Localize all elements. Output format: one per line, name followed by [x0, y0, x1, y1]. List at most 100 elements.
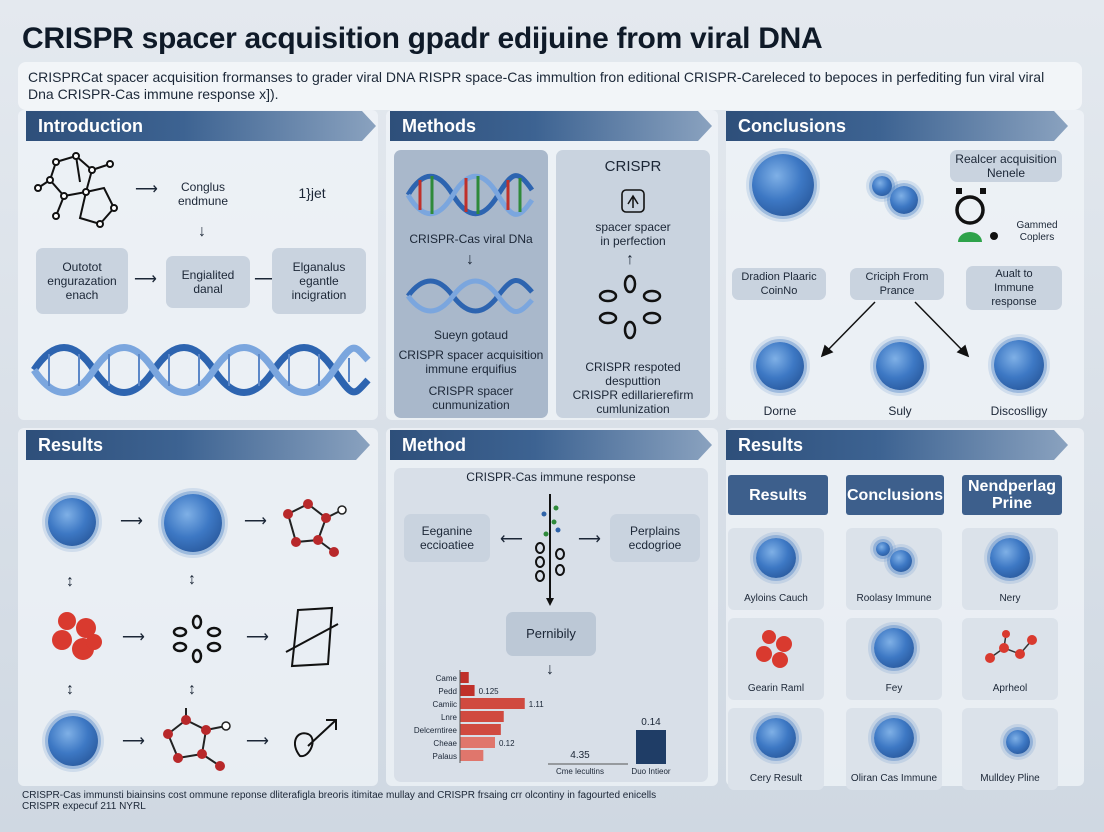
tick-label: Delcerntiree: [414, 726, 458, 735]
introduction-header: Introduction: [26, 111, 376, 141]
methods-header: Methods: [390, 111, 712, 141]
footer-note: CRISPR-Cas immunsti biainsins cost ommun…: [22, 790, 657, 812]
bar: [460, 737, 495, 748]
bar: [636, 730, 666, 764]
annotation-label: 4.35: [570, 750, 590, 761]
virus-icon: [876, 342, 924, 390]
methods-left-caption: CRISPR-Cas viral DNa: [409, 232, 533, 246]
tick-label: Camiic: [433, 700, 457, 709]
arrow-right-icon: ⟶: [254, 271, 277, 288]
tab-results[interactable]: Results: [728, 475, 828, 515]
result-cell: Cery Result: [728, 708, 824, 790]
methods-left-text1: Sueyn gotaud: [433, 328, 509, 342]
conclusions-box-b: Criciph From Prance: [850, 268, 944, 300]
bar: [460, 685, 475, 696]
conclusions-box-c: Aualt to Immune response: [966, 266, 1062, 310]
virus-icon: [890, 550, 912, 572]
virus-icon: [1006, 730, 1030, 754]
bar: [460, 750, 484, 761]
data-label: 0.12: [499, 739, 515, 748]
virus-icon: [874, 718, 914, 758]
data-label: 0.14: [641, 717, 661, 728]
bar: [460, 672, 469, 683]
methods-right-caption: spacer spacer in perfection: [595, 220, 671, 248]
methods-left-text2: CRISPR spacer acquisition immune erquifi…: [398, 348, 544, 376]
conclusions-label-c: Discoslligy: [990, 404, 1048, 418]
arrow-right-icon: ⟶: [135, 181, 158, 198]
arrow-left-icon: ⟵: [500, 531, 523, 548]
branch-arrows-icon: [820, 301, 970, 358]
arrow-down-icon: ↓: [198, 223, 206, 240]
arrow-right-icon: ⟶: [246, 733, 269, 750]
molecule-icon: [163, 708, 231, 771]
arrow-updown-icon: ↕: [66, 681, 74, 698]
tab-nendperlag[interactable]: Nendperlag Prine: [962, 475, 1062, 515]
molecule-icon: [283, 499, 347, 557]
tab-conclusions[interactable]: Conclusions: [846, 475, 944, 515]
methods-right-text1: CRISPR respoted desputtion: [585, 360, 681, 388]
virus-icon: [876, 542, 890, 556]
molecule-icon: [34, 152, 118, 228]
cas-enzyme-icon: [621, 189, 645, 213]
virus-icon: [48, 716, 98, 766]
virus-icon: [48, 498, 96, 546]
arrow-updown-icon: ↕: [188, 571, 196, 588]
virus-icon: [164, 494, 222, 552]
method-box-bottom: Pernibily: [506, 612, 596, 656]
arrow-right-icon: ⟶: [578, 531, 601, 548]
intro-box-left: Outotot engurazation enach: [36, 248, 128, 314]
virus-icon: [756, 538, 796, 578]
tick-label: Palaus: [433, 752, 457, 761]
result-cell: Mulldey Pline: [962, 708, 1058, 790]
methods-right-text2: CRISPR edillarierefirm cumlunization: [572, 388, 694, 416]
virus-icon: [872, 176, 892, 196]
arrow-right-icon: ⟶: [122, 629, 145, 646]
tick-label: Cheae: [433, 739, 457, 748]
x-axis-label: Cme lecultins: [556, 767, 604, 776]
result-cell: Nery: [962, 528, 1058, 610]
result-cell: Fey: [846, 618, 942, 700]
method-header: Method: [390, 430, 712, 460]
arrow-right-icon: ⟶: [244, 513, 267, 530]
intro-box-mid: Engialited danal: [166, 256, 250, 308]
dna-helix-icon: [406, 278, 534, 314]
curve-arrow-icon: [293, 719, 337, 758]
red-cluster-icon: [754, 628, 798, 672]
virus-icon: [994, 340, 1044, 390]
result-cell: Gearin Raml: [728, 618, 824, 700]
result-cell: Ayloins Cauch: [728, 528, 824, 610]
crispr-strand-icon: [535, 494, 565, 606]
method-box-right: Perplains ecdogrioe: [610, 514, 700, 562]
method-subtitle: CRISPR-Cas immune response: [466, 470, 636, 484]
arrow-right-icon: ⟶: [122, 733, 145, 750]
conclusions-label-a: Dorne: [763, 404, 797, 418]
intro-box-right: Elganalus egantle incigration: [272, 248, 366, 314]
arrow-right-icon: ⟶: [246, 629, 269, 646]
arrow-right-icon: ⟶: [134, 271, 157, 288]
results-left-header: Results: [26, 430, 370, 460]
intro-box-top: Conglus endmune: [177, 180, 229, 208]
dna-helix-icon: [31, 344, 371, 396]
arrow-down-icon: ↓: [466, 251, 474, 268]
methods-left-text3: CRISPR spacer cunmunization: [428, 384, 514, 412]
virus-icon: [752, 154, 814, 216]
shape-outline-icon: [285, 606, 339, 668]
bar: [460, 698, 525, 709]
result-cell: Roolasy Immune: [846, 528, 942, 610]
virus-icon: [890, 186, 918, 214]
arrow-down-icon: ↓: [546, 661, 554, 678]
virus-icon: [990, 538, 1030, 578]
virus-icon: [756, 342, 804, 390]
arrow-up-icon: ↑: [626, 251, 634, 268]
conclusions-header: Conclusions: [726, 111, 1068, 141]
molecule-icon: [985, 630, 1037, 663]
data-label: 1.11: [529, 700, 545, 709]
arrow-updown-icon: ↕: [66, 573, 74, 590]
bar: [460, 724, 501, 735]
page-title: CRISPR spacer acquisition gpadr edijuine…: [22, 22, 823, 55]
red-cluster-icon: [48, 608, 106, 666]
results-right-header: Results: [726, 430, 1068, 460]
result-cell: Aprheol: [962, 618, 1058, 700]
conclusions-box-top: Realcer acquisition Nenele: [950, 150, 1062, 182]
